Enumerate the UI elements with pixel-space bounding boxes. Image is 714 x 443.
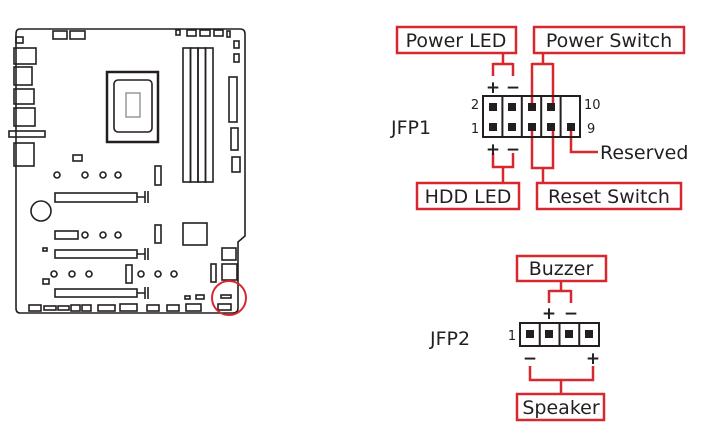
hdd-led-plus: + <box>486 140 500 160</box>
buzzer-label: Buzzer <box>529 258 594 280</box>
pin-2-label: 2 <box>471 98 479 113</box>
chipset <box>182 222 208 246</box>
jfp2-diagram: JFP2 Buzzer Speaker 1 + − − + <box>429 254 608 422</box>
cpu-socket <box>105 70 160 144</box>
pin-9-label: 9 <box>587 122 595 137</box>
power-led-plus: + <box>486 78 500 98</box>
motherboard-illustration <box>8 28 247 316</box>
jfp-location-highlight <box>211 280 247 316</box>
pcie-slots <box>54 191 149 299</box>
reset-switch-label: Reset Switch <box>548 186 670 208</box>
jfp2-header <box>519 322 600 347</box>
jfp1-header <box>482 95 581 138</box>
ram-slots <box>182 47 214 183</box>
jfp1-diagram: JFP1 Power LED Power Switch HDD LED Rese… <box>390 25 688 211</box>
power-led-label: Power LED <box>406 30 507 52</box>
jfp2-label: JFP2 <box>429 328 470 350</box>
jfp2-pin-1-label: 1 <box>508 329 516 344</box>
standoffs <box>50 171 178 278</box>
jfp2-leader-lines <box>528 281 595 394</box>
speaker-label: Speaker <box>522 397 599 419</box>
hdd-led-minus: − <box>506 140 520 160</box>
pin-10-label: 10 <box>584 98 601 113</box>
reset-switch-box <box>535 181 683 211</box>
buzzer-plus: + <box>542 304 556 324</box>
speaker-minus: − <box>523 349 537 369</box>
buzzer-minus: − <box>564 304 578 324</box>
hdd-led-label: HDD LED <box>425 186 512 208</box>
jfp1-leader-lines <box>491 53 598 183</box>
power-switch-box <box>532 25 686 55</box>
speaker-plus: + <box>586 349 600 369</box>
power-switch-label: Power Switch <box>546 30 672 52</box>
hdd-led-box <box>415 181 521 211</box>
battery <box>30 200 52 222</box>
power-led-box <box>395 25 518 55</box>
power-led-minus: − <box>506 78 520 98</box>
pin-1-label: 1 <box>471 122 479 137</box>
reserved-label: Reserved <box>600 142 688 164</box>
jfp1-label: JFP1 <box>390 117 431 139</box>
bottom-headers <box>28 303 232 312</box>
